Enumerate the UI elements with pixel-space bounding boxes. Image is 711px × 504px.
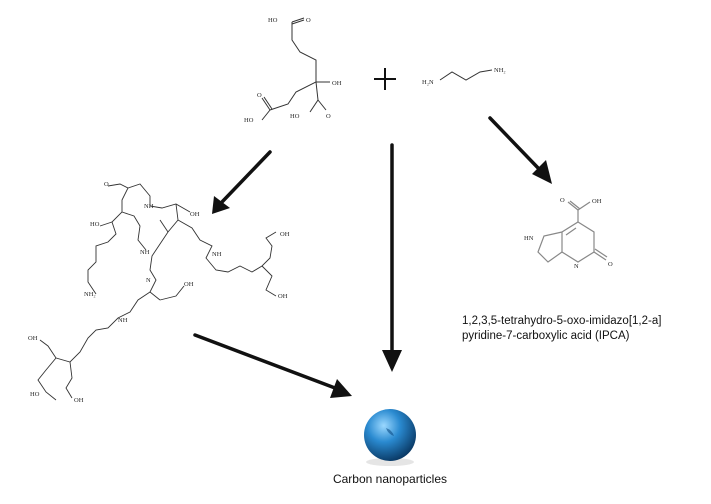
citric-o-2: O (257, 92, 262, 99)
arrow-to-polymer (220, 150, 272, 204)
citric-acid-structure: HO O OH O HO O HO (244, 17, 342, 124)
ipca-hn: HN (524, 235, 534, 242)
citric-o-3: O (326, 113, 331, 120)
ipca-oh: OH (592, 198, 602, 205)
arrowhead-center (382, 350, 402, 372)
poly-n-1: N (146, 277, 151, 284)
ipca-name-label: 1,2,3,5-tetrahydro-5-oxo-imidazo[1,2-a] … (462, 314, 702, 344)
poly-nh2: NH₂ (84, 291, 96, 298)
ipca-o-1: O (560, 197, 565, 204)
poly-oh-4: OH (184, 281, 194, 288)
poly-nh-3: NH (212, 251, 222, 258)
arrow-to-ipca (488, 116, 542, 172)
eda-nh2: NH₂ (494, 67, 506, 74)
poly-nh-4: NH (118, 317, 128, 324)
ipca-name-line1: 1,2,3,5-tetrahydro-5-oxo-imidazo[1,2-a] (462, 315, 662, 327)
poly-oh-3: OH (278, 293, 288, 300)
poly-nh-1: NH (144, 203, 154, 210)
ipca-o-2: O (608, 261, 613, 268)
citric-oh-1: HO (268, 17, 278, 24)
citric-o-1: O (306, 17, 311, 24)
poly-oh-1: OH (190, 211, 200, 218)
poly-ho-2: HO (30, 391, 40, 398)
ipca-n: N (574, 263, 579, 270)
citric-oh-3: HO (244, 117, 254, 124)
citric-oh-4: HO (290, 113, 300, 120)
citric-oh-2: OH (332, 80, 342, 87)
poly-oh-6: OH (74, 397, 84, 404)
poly-ho-1: HO (90, 221, 100, 228)
carbon-nanoparticle-sphere (364, 409, 416, 466)
arrow-polymer-to-product (193, 333, 337, 390)
plus-sign (374, 68, 396, 90)
carbon-nanoparticles-label: Carbon nanoparticles (332, 472, 448, 486)
poly-nh-2: NH (140, 249, 150, 256)
poly-oh-5: OH (28, 335, 38, 342)
eda-h2n: H₂N (422, 79, 434, 86)
ethylenediamine-structure: H₂N NH₂ (422, 67, 506, 86)
arrows (193, 116, 552, 398)
ipca-structure: O OH O HN N (524, 197, 613, 270)
poly-o-1: O (104, 181, 109, 188)
poly-oh-2: OH (280, 231, 290, 238)
ipca-name-line2: pyridine-7-carboxylic acid (IPCA) (462, 330, 630, 342)
polymer-structure: O OH HO NH NH NH₂ N OH OH NH OH NH OH HO… (28, 181, 290, 404)
arrowhead-ipca (532, 160, 552, 184)
arrowhead-polymer-product (330, 379, 352, 398)
arrowhead-polymer (212, 196, 230, 214)
